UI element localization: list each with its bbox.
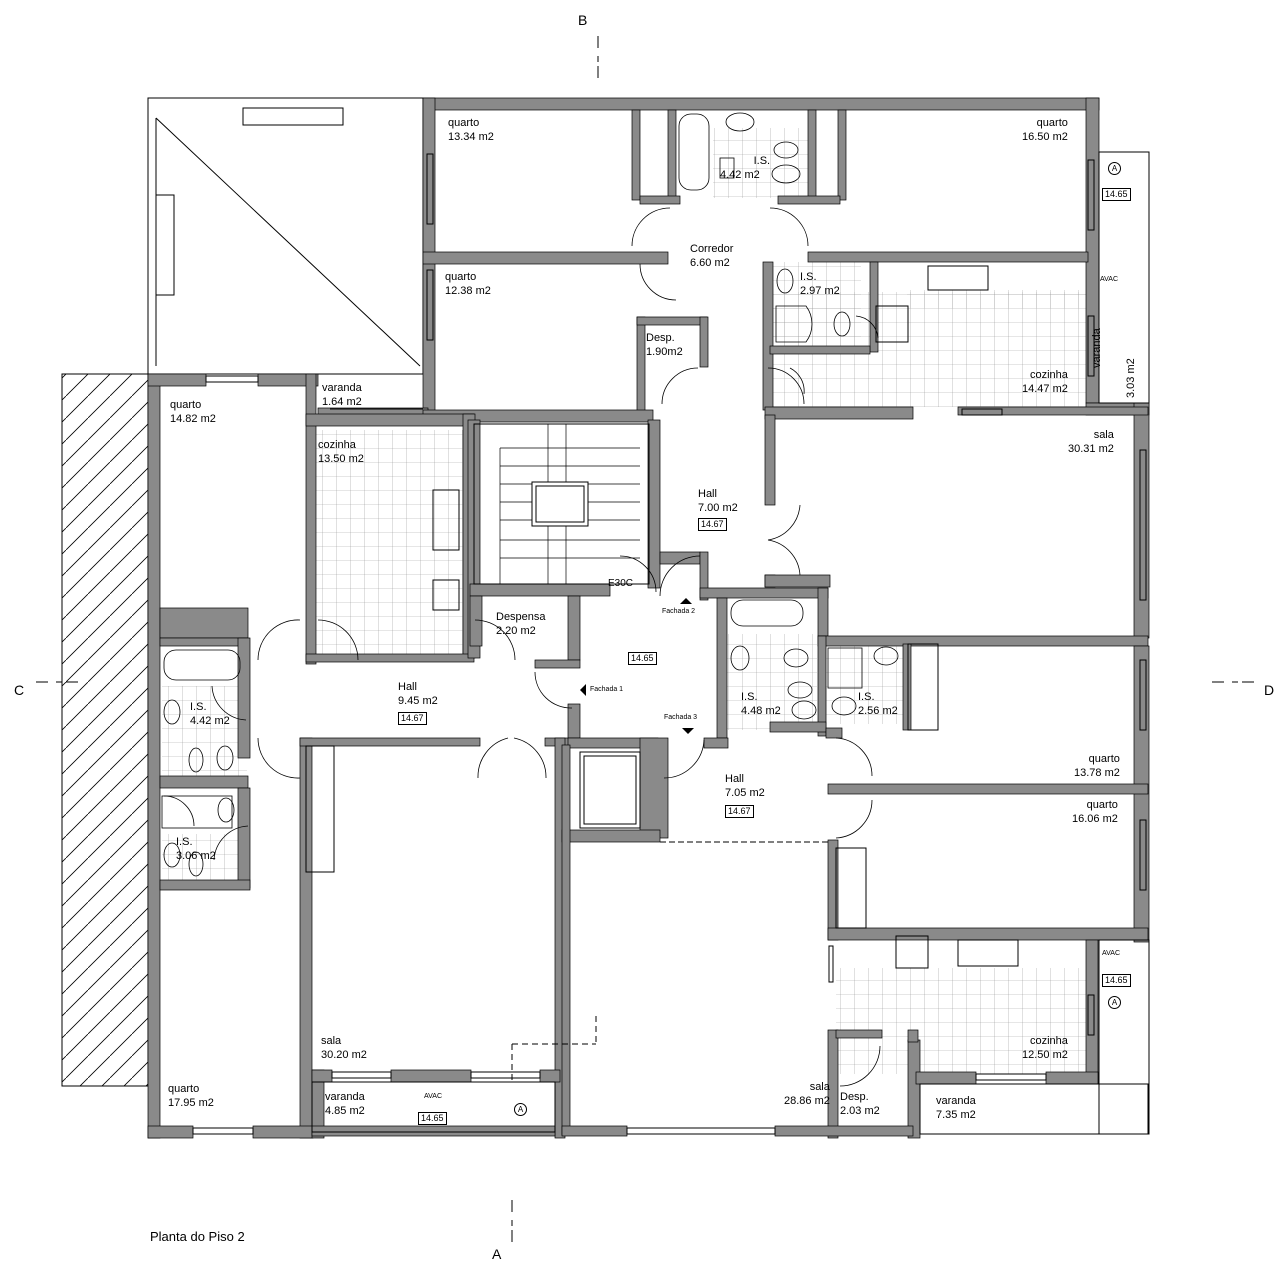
room-label: Desp.2.03 m2 [840,1091,880,1117]
level-box: 14.65 [1102,188,1131,201]
axis-label-c: C [14,682,25,698]
facade-mark: Fachada 3 [664,714,698,721]
room-label: I.S.2.56 m2 [858,691,898,717]
room-label: I.S.2.97 m2 [800,271,840,297]
axis-label-b: B [578,12,588,28]
facade-mark: Fachada 1 [590,686,624,693]
drawing-title: Planta do Piso 2 [150,1229,245,1244]
axis-label-a: A [492,1246,502,1262]
room-label: varanda [1091,328,1103,368]
room-label: I.S.3.06 m2 [176,836,216,862]
level-box: 14.65 [628,652,657,665]
room-label: I.S.4.48 m2 [741,691,781,717]
section-a-marker: A [514,1103,527,1116]
avac-mark: AVAC [424,1093,443,1100]
room-label: I.S.4.42 m2 [190,701,230,727]
room-label: I.S.4.42 m2 [720,155,771,181]
level-box: 14.65 [1102,974,1131,987]
terrace-outline [147,97,424,375]
room-label: Desp.1.90m2 [646,332,683,358]
avac-mark: AVAC [1100,276,1119,283]
axis-label-d: D [1264,682,1275,698]
section-a-marker: A [1108,162,1121,175]
level-box: 14.67 [398,712,427,725]
section-a-marker: A [1108,996,1121,1009]
avac-mark: AVAC [1102,950,1121,957]
level-box: 14.67 [725,805,754,818]
fire-door-mark: E30C [608,578,634,589]
hatched-adjacent-building [61,373,149,1087]
level-box: 14.67 [698,518,727,531]
facade-mark: Fachada 2 [662,608,696,615]
level-box: 14.65 [418,1112,447,1125]
room-label: 3.03 m2 [1125,358,1137,398]
